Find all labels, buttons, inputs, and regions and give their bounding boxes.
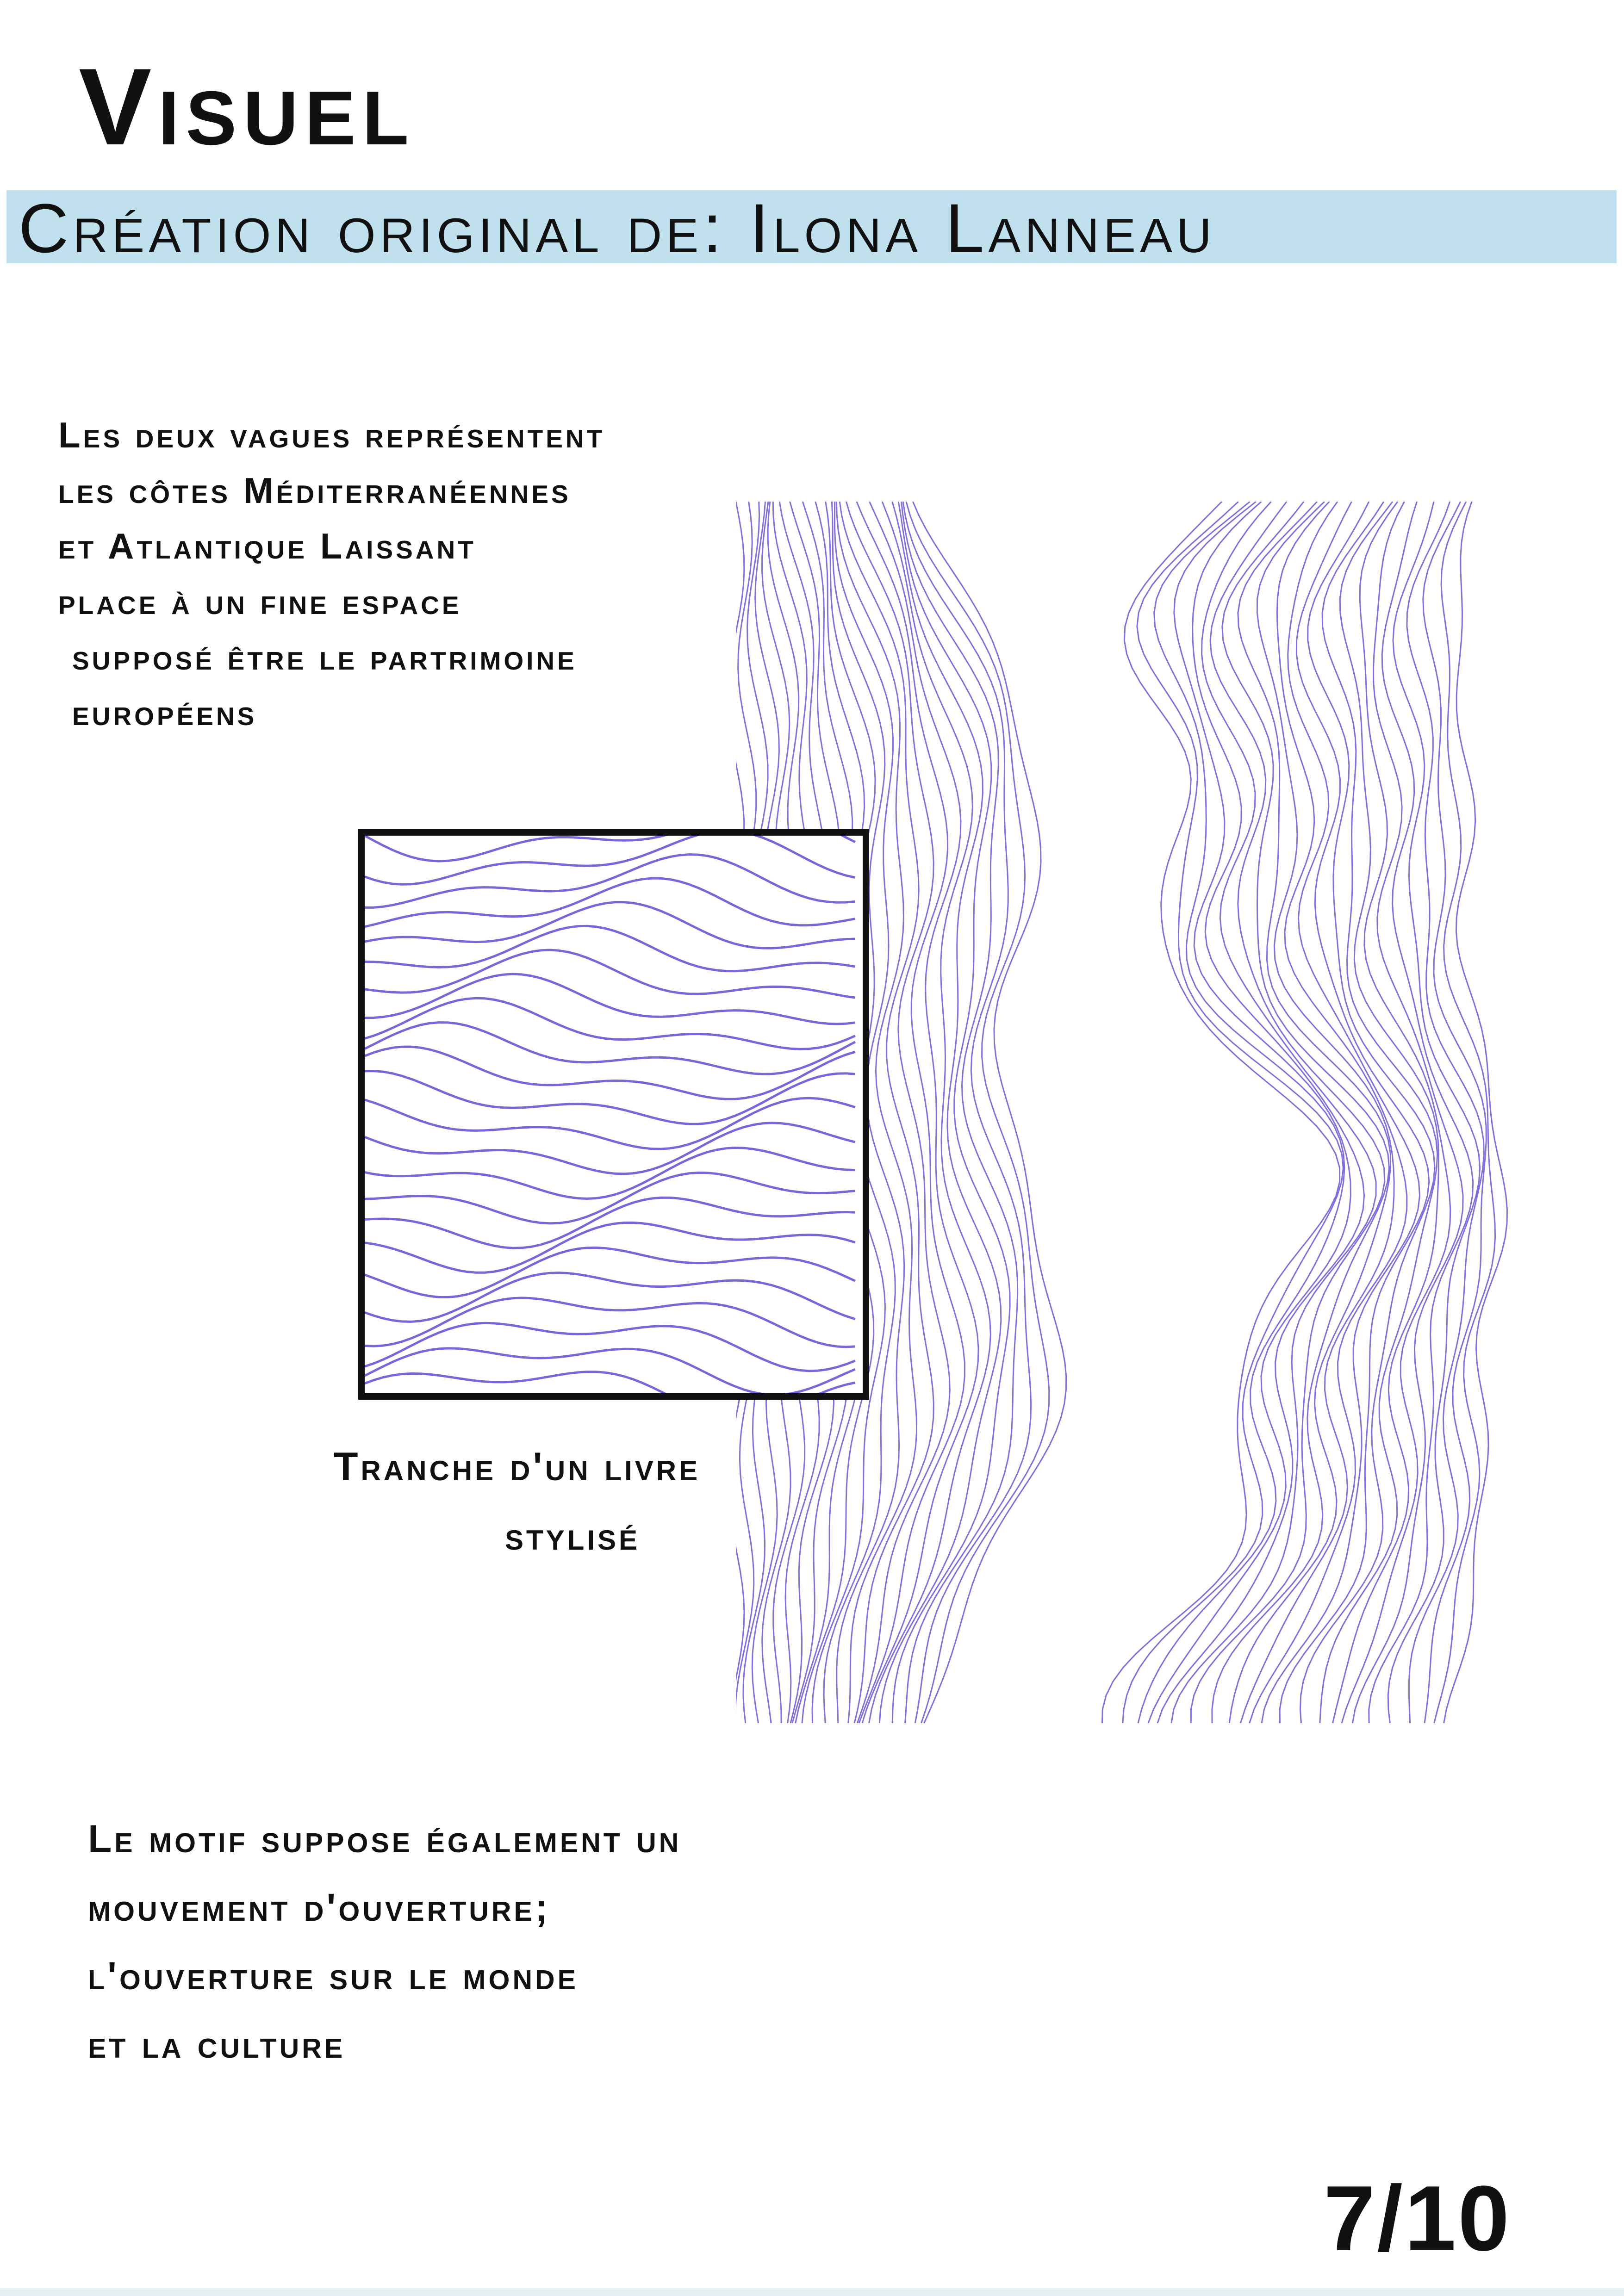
wave-line bbox=[1170, 502, 1377, 1724]
footer-strip bbox=[0, 2288, 1624, 2296]
book-edge-inset bbox=[358, 829, 869, 1400]
wave-line bbox=[365, 853, 856, 909]
caption-line: Tranche d'un livre bbox=[334, 1445, 701, 1489]
wave-line bbox=[905, 502, 1050, 1724]
wave-line bbox=[365, 1021, 856, 1075]
description-line: Les deux vagues représentent bbox=[58, 415, 605, 455]
description-top: Les deux vagues représentent les côtes M… bbox=[58, 407, 605, 740]
wave-line bbox=[856, 502, 965, 1724]
wave-line bbox=[1239, 502, 1395, 1724]
wave-line bbox=[365, 1371, 856, 1393]
description-line: supposé être le partrimoine bbox=[72, 637, 577, 677]
inset-caption: Tranche d'un livre stylisé bbox=[334, 1432, 700, 1571]
page-title: Visuel bbox=[79, 46, 416, 168]
wave-line bbox=[365, 1171, 856, 1225]
wave-line bbox=[1332, 502, 1439, 1724]
wave-line bbox=[365, 1146, 856, 1200]
wave-line bbox=[891, 502, 1011, 1724]
description-line: place à un fine espace bbox=[58, 581, 462, 622]
wave-line bbox=[365, 949, 856, 999]
wave-line bbox=[365, 1070, 856, 1125]
wave-line bbox=[365, 877, 856, 928]
wave-line bbox=[861, 502, 979, 1724]
wave-line bbox=[1443, 502, 1508, 1724]
wave-line bbox=[1387, 502, 1481, 1724]
wave-line bbox=[1147, 502, 1351, 1724]
wave-line bbox=[1261, 502, 1421, 1724]
wave-line bbox=[1341, 502, 1451, 1724]
wave-line bbox=[365, 836, 856, 886]
wave-line bbox=[1101, 502, 1341, 1724]
wave-line bbox=[839, 502, 934, 1724]
wave-line bbox=[365, 1196, 856, 1249]
wave-line bbox=[912, 502, 1067, 1724]
wave-line bbox=[1249, 502, 1408, 1724]
description-line: et Atlantique Laissant bbox=[58, 526, 476, 566]
description-line: européens bbox=[72, 692, 257, 733]
wave-line bbox=[365, 925, 856, 973]
wave-line bbox=[365, 1272, 856, 1323]
wave-line bbox=[1368, 502, 1474, 1724]
wave-line bbox=[1422, 502, 1487, 1724]
wave-line bbox=[365, 836, 856, 863]
wave-line bbox=[365, 1297, 856, 1348]
wave-line bbox=[1228, 502, 1391, 1724]
wave-line bbox=[902, 502, 1032, 1724]
wave-line bbox=[845, 502, 951, 1724]
wave-line bbox=[1299, 502, 1436, 1724]
wave-line bbox=[365, 973, 856, 1025]
wave-line bbox=[868, 502, 991, 1724]
wave-line bbox=[365, 1246, 856, 1298]
wave-line bbox=[1137, 502, 1345, 1724]
wave-line bbox=[1190, 502, 1386, 1724]
credit-text: Création original de: Ilona Lanneau bbox=[19, 189, 1216, 267]
caption-line: stylisé bbox=[505, 1514, 641, 1558]
description-line: Le motif suppose également un bbox=[88, 1817, 682, 1861]
wave-line bbox=[365, 997, 856, 1050]
wave-line bbox=[1406, 502, 1485, 1724]
wave-line bbox=[365, 1045, 856, 1100]
wave-line bbox=[1279, 502, 1430, 1724]
wave-line bbox=[365, 1122, 856, 1175]
description-bottom: Le motif suppose également un mouvement … bbox=[88, 1805, 681, 2079]
book-edge-lines bbox=[365, 836, 856, 1393]
page-number: 7/10 bbox=[1324, 2167, 1512, 2270]
wave-line bbox=[878, 502, 1002, 1724]
wave-line bbox=[365, 1322, 856, 1372]
wave-line bbox=[1157, 502, 1365, 1724]
credit-banner bbox=[6, 190, 1617, 263]
wave-line bbox=[365, 1097, 856, 1150]
wave-line bbox=[365, 1221, 856, 1274]
description-line: mouvement d'ouverture; bbox=[88, 1886, 551, 1929]
wave-line bbox=[1122, 502, 1344, 1724]
wave-line bbox=[1319, 502, 1438, 1724]
wave-line bbox=[835, 502, 918, 1724]
wave-line bbox=[365, 1347, 856, 1393]
wave-line bbox=[1211, 502, 1390, 1724]
wave-line bbox=[365, 901, 856, 949]
description-line: les côtes Méditerranéennes bbox=[58, 470, 571, 511]
wave-line bbox=[1351, 502, 1464, 1724]
wave-line bbox=[901, 502, 1019, 1724]
description-line: et la culture bbox=[88, 2023, 346, 2066]
wave-line bbox=[1433, 502, 1496, 1724]
description-line: l'ouverture sur le monde bbox=[88, 1954, 579, 1998]
